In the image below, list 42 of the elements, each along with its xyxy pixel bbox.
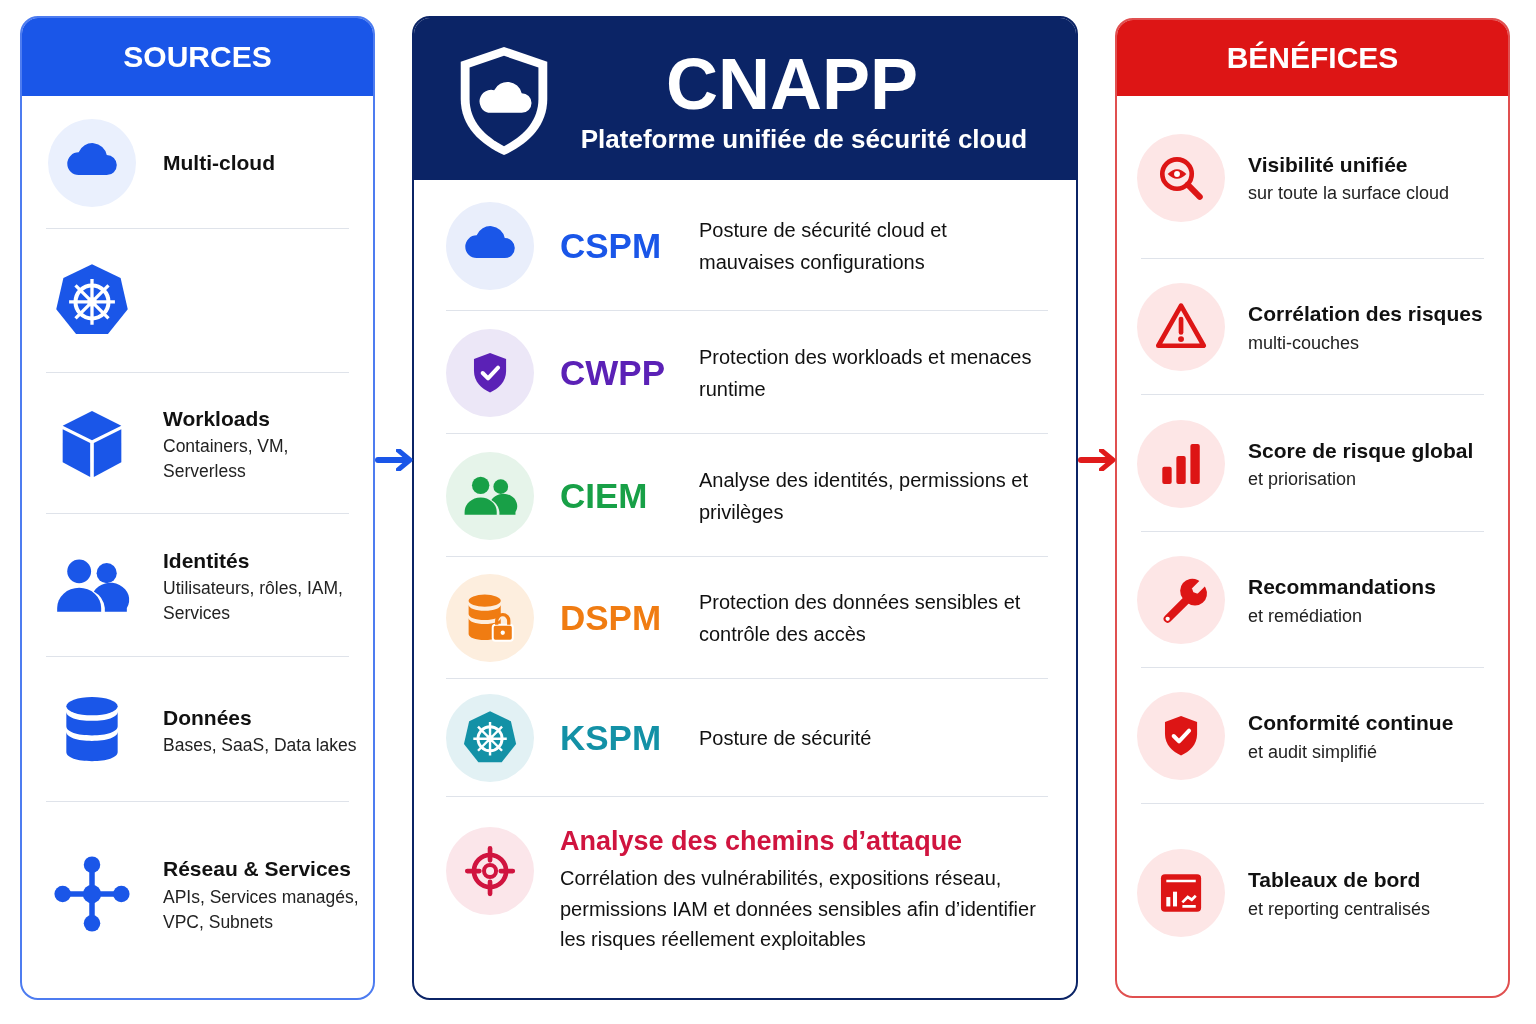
item-description: et reporting centralisés xyxy=(1248,897,1432,921)
item-description: et priorisation xyxy=(1248,468,1358,492)
item-title: Corrélation des risques xyxy=(1248,301,1484,328)
arrow xyxy=(1078,447,1116,473)
item-title: Tableaux de bord xyxy=(1248,867,1422,894)
panel-title: BÉNÉFICES xyxy=(1226,41,1399,75)
module-acronym: CWPP xyxy=(560,351,665,394)
panel xyxy=(1115,18,1510,998)
arrow xyxy=(375,447,413,473)
platform-title: CNAPP xyxy=(664,44,919,124)
description: Protection des workloads et menaces runtime xyxy=(699,344,1033,402)
item-title: Réseau & Services xyxy=(163,855,352,882)
item-description: Containers, VM, Serverless xyxy=(163,434,290,484)
description: Posture de sécurité xyxy=(699,726,873,751)
item-description: sur toute la surface cloud xyxy=(1248,182,1451,206)
description: Posture de sécurité cloud et mauvaises configurations xyxy=(699,217,948,275)
item-title: Workloads xyxy=(163,405,271,432)
platform-subtitle: Plateforme unifiée de sécurité cloud xyxy=(579,123,1029,156)
panel xyxy=(412,16,1078,1000)
item-description: et remédiation xyxy=(1248,604,1364,628)
item-description: et audit simplifié xyxy=(1248,740,1379,764)
description: Protection des données sensibles et contrôle des accès xyxy=(699,590,1022,647)
item-title: Visibilité unifiée xyxy=(1248,151,1409,178)
item-description: Bases, SaaS, Data lakes xyxy=(163,733,358,757)
module-acronym: KSPM xyxy=(560,717,662,759)
description: Analyse des identités, permissions et privilèges xyxy=(699,467,1030,525)
item-title: Identités xyxy=(163,547,251,574)
section-title: Analyse des chemins d’attaque xyxy=(560,825,964,858)
module-acronym: CIEM xyxy=(560,474,648,517)
panel-title: SOURCES xyxy=(123,40,272,74)
item-description: APIs, Services managés, VPC, Subnets xyxy=(163,885,360,934)
item-description: Utilisateurs, rôles, IAM, Services xyxy=(163,576,344,626)
description: Corrélation des vulnérabilités, expositions réseau, permissions IAM et données sensibles afin d’identifier les risques réellement exploitables xyxy=(560,866,1037,952)
item-title: Multi-cloud xyxy=(163,149,276,176)
panel xyxy=(20,16,375,1000)
item-title: Score de risque global xyxy=(1248,437,1475,464)
item-title: Données xyxy=(163,704,253,731)
module-acronym: DSPM xyxy=(560,597,662,639)
item-title: Conformité continue xyxy=(1248,710,1455,737)
item-description: multi-couches xyxy=(1248,331,1361,355)
item-title: Recommandations xyxy=(1248,574,1437,601)
module-acronym: CSPM xyxy=(560,224,662,267)
